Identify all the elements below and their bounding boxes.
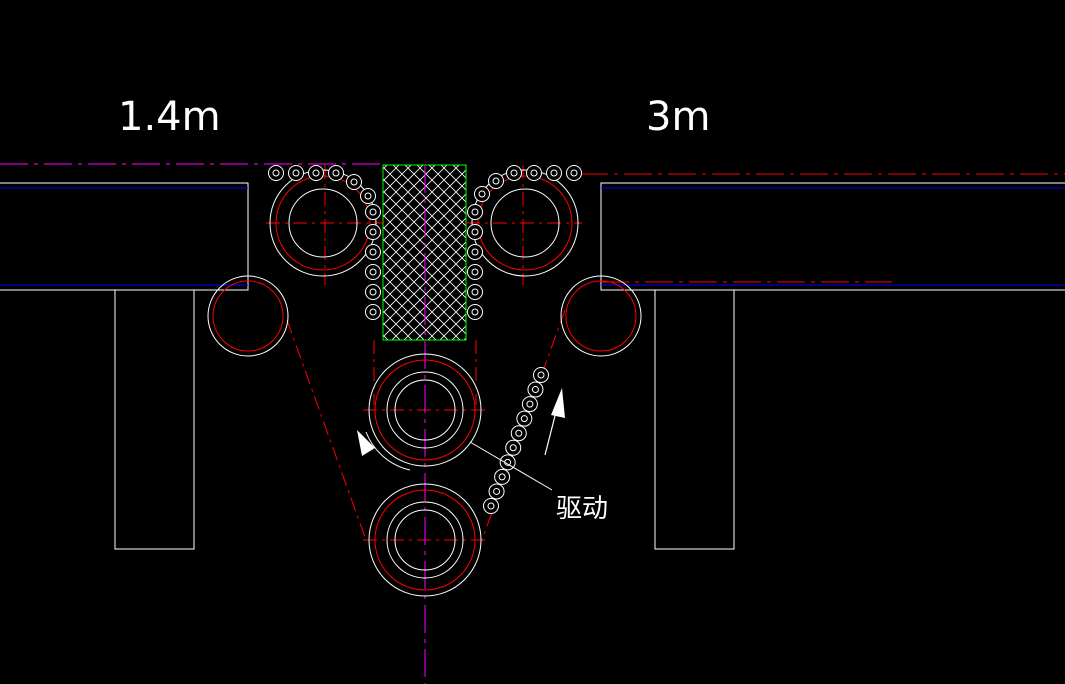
chain-link [521,396,538,413]
chain-link [494,468,511,485]
chain-link-pin [530,169,538,177]
left-guide-roller [207,275,289,357]
chain-link [510,425,527,442]
chain-link [360,188,376,204]
chain-link [365,204,381,220]
chain-link [474,186,490,202]
right-guide-roller [560,275,642,357]
chain-link [328,165,344,181]
chain-link-pin [350,178,358,186]
chain-link [268,165,284,181]
chain-link-pin [510,169,518,177]
arrow-up-right-icon [544,388,565,456]
chain-link [533,367,549,383]
chain-link [506,165,522,181]
chain-link-pin [332,169,340,177]
chain-link [516,410,533,427]
chain-link-pin [498,473,506,481]
left-support-column [114,289,195,550]
right-conveyor-bed [600,182,1065,291]
chain-link [467,244,483,260]
left-conveyor-bed [0,182,249,291]
chain-link-pin [537,371,545,379]
chain-link-pin [520,415,528,423]
chain-link [288,165,304,181]
chain-link-pin [526,400,534,408]
drive-roller [365,353,482,471]
chain-link [365,304,381,320]
chain-link-pin [471,228,479,236]
chain-link [483,498,499,514]
arrow-up-left-icon [357,430,375,456]
chain-link [488,173,504,189]
chain-link [467,264,483,280]
chain-link-pin [509,444,517,452]
chain-link-pin [471,308,479,316]
chain-link [467,284,483,300]
chain-link-pin [471,208,479,216]
chain-link [527,381,544,398]
chain-link-pin [531,386,539,394]
bottom-roller [368,483,482,597]
chain-link-pin [369,268,377,276]
drive-label: 驱动 [556,494,608,524]
chain-link-pin [369,288,377,296]
chain-link [365,244,381,260]
chain-link-pin [364,192,372,200]
chain-link-pin [471,288,479,296]
belt-guide-lines [266,165,582,541]
chain-link [488,483,505,500]
right-width-label: 3m [646,94,710,140]
chain-link [505,439,522,456]
top-right-roller [471,169,579,277]
chain-link [365,284,381,300]
chain-link [467,224,483,240]
drive-leader-line [469,441,553,491]
chain-link-pin [492,177,500,185]
chain-link-pin [487,502,495,510]
chain-link [566,165,582,181]
chain-link-pin [550,169,558,177]
chain-link-pin [369,208,377,216]
chain-link-pin [471,268,479,276]
chain-link-pin [312,169,320,177]
chain-link-pin [471,248,479,256]
right-support-column [654,289,735,550]
chain-link-pin [478,190,486,198]
chain-link [467,204,483,220]
chain-link-pin [292,169,300,177]
left-width-label: 1.4m [118,94,221,140]
chain-link [346,174,362,190]
chain-link [546,165,562,181]
chain-link-pin [369,228,377,236]
chain-link-pin [369,248,377,256]
chain-link [308,165,324,181]
chain-link [365,264,381,280]
chain-links [268,165,582,514]
chain-link [526,165,542,181]
chain-link-pin [493,487,501,495]
chain-link-pin [570,169,578,177]
chain-link-pin [272,169,280,177]
chain-link-pin [369,308,377,316]
chain-link [365,224,381,240]
chain-link-pin [515,429,523,437]
chain-link [467,304,483,320]
